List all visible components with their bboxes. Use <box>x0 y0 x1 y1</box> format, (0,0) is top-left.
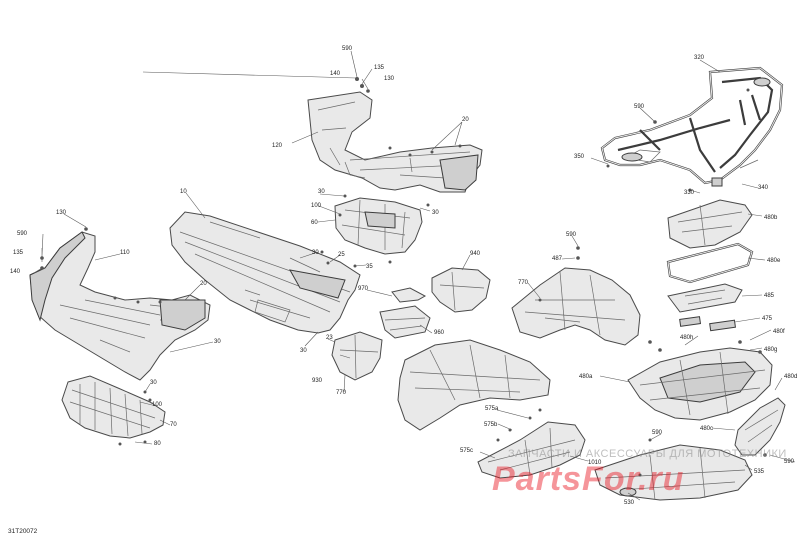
front-fender-part <box>307 91 483 193</box>
callout-label: 130 <box>56 210 67 216</box>
tray-485-part <box>667 283 743 313</box>
callout-label: 590 <box>652 430 663 436</box>
callout-label: 35 <box>366 264 373 270</box>
callout-label: 475 <box>762 316 773 322</box>
callout-label: 535 <box>754 469 765 475</box>
callout-label: 30 <box>300 348 307 354</box>
callout-label: 140 <box>330 71 341 77</box>
callout-label: 30 <box>318 189 325 195</box>
panel-960-part <box>379 305 431 339</box>
callout-label: 940 <box>470 251 481 257</box>
strap-475-part <box>679 316 736 332</box>
callout-label: 23 <box>326 335 333 341</box>
callout-label: 590 <box>784 459 795 465</box>
callout-label: 320 <box>694 55 705 61</box>
callout-label: 770 <box>518 280 529 286</box>
foot-plate-part <box>61 375 166 439</box>
panel-970-part <box>391 287 427 303</box>
callout-label: 970 <box>358 286 369 292</box>
callout-label: 100 <box>311 203 322 209</box>
callout-label: 480e <box>767 258 781 264</box>
watermark-logo-text: PartsFor.ru <box>492 460 684 498</box>
callout-label: 140 <box>10 269 21 275</box>
rear-lower-panel-part <box>734 397 786 456</box>
callout-label: 20 <box>462 117 469 123</box>
callout-label: 135 <box>374 65 385 71</box>
callout-label: 530 <box>624 500 635 506</box>
callout-label: 30 <box>312 250 319 256</box>
callout-label: 575b <box>484 422 498 428</box>
leader-lines <box>33 50 796 501</box>
callout-label: 480h <box>680 335 693 341</box>
callout-label: 10 <box>180 189 187 195</box>
watermark: ЗАПЧАСТИ И АКСЕССУАРЫ ДЛЯ МОТОТЕХНИКИ Pa… <box>492 448 787 498</box>
callout-label: 590 <box>17 231 28 237</box>
storage-lid-part <box>667 199 753 249</box>
callout-label: 130 <box>384 76 395 82</box>
inner-panel-940-part <box>431 267 491 313</box>
callout-label: 25 <box>338 252 345 258</box>
rear-fender-part <box>511 267 641 346</box>
callout-label: 487 <box>552 256 563 262</box>
callout-label: 770 <box>336 390 347 396</box>
callout-label: 1010 <box>588 460 602 466</box>
callout-label: 485 <box>764 293 775 299</box>
callout-label: 330 <box>684 190 695 196</box>
rear-frame-part <box>594 444 753 501</box>
watermark-subtitle: ЗАПЧАСТИ И АКСЕССУАРЫ ДЛЯ МОТОТЕХНИКИ <box>508 448 787 460</box>
callout-label: 350 <box>574 154 585 160</box>
fasteners <box>40 77 767 477</box>
left-footrest-part <box>29 231 211 381</box>
callout-label: 480c <box>700 426 713 432</box>
callout-label: 575a <box>485 406 499 412</box>
callout-label: 590 <box>342 46 353 52</box>
front-rack-part <box>600 66 784 187</box>
callout-label: 135 <box>13 250 24 256</box>
bracket-930-part <box>331 331 383 381</box>
callout-label: 30 <box>214 339 221 345</box>
diagram-code: 31T20072 <box>8 528 38 535</box>
callout-label: 30 <box>432 210 439 216</box>
callout-label: 575c <box>460 448 473 454</box>
callout-label: 80 <box>154 441 161 447</box>
callout-label: 70 <box>170 422 177 428</box>
callout-label: 120 <box>272 143 283 149</box>
callout-label: 960 <box>434 330 445 336</box>
callout-label: 480b <box>764 215 778 221</box>
callout-label: 480a <box>579 374 593 380</box>
callout-label: 480g <box>764 347 777 353</box>
side-panel-part <box>397 339 551 431</box>
callout-label: 590 <box>634 104 645 110</box>
callout-label: 930 <box>312 378 323 384</box>
gasket-part <box>666 242 754 284</box>
center-bracket-part <box>334 197 423 255</box>
callout-label: 590 <box>566 232 577 238</box>
callout-label: 480f <box>773 329 785 335</box>
rear-storage-box-part <box>627 347 773 421</box>
callout-label: 110 <box>120 250 130 256</box>
callout-label: 20 <box>200 281 207 287</box>
main-floor-pan-part <box>169 211 361 334</box>
callout-label: 60 <box>311 220 318 226</box>
callout-label: 100 <box>152 402 163 408</box>
under-panel-part <box>477 421 586 479</box>
callout-label: 480d <box>784 374 797 380</box>
callout-labels: 590 135 140 130 120 20 10 30 100 60 30 3… <box>10 46 797 506</box>
callout-label: 30 <box>150 380 157 386</box>
callout-label: 340 <box>758 185 769 191</box>
